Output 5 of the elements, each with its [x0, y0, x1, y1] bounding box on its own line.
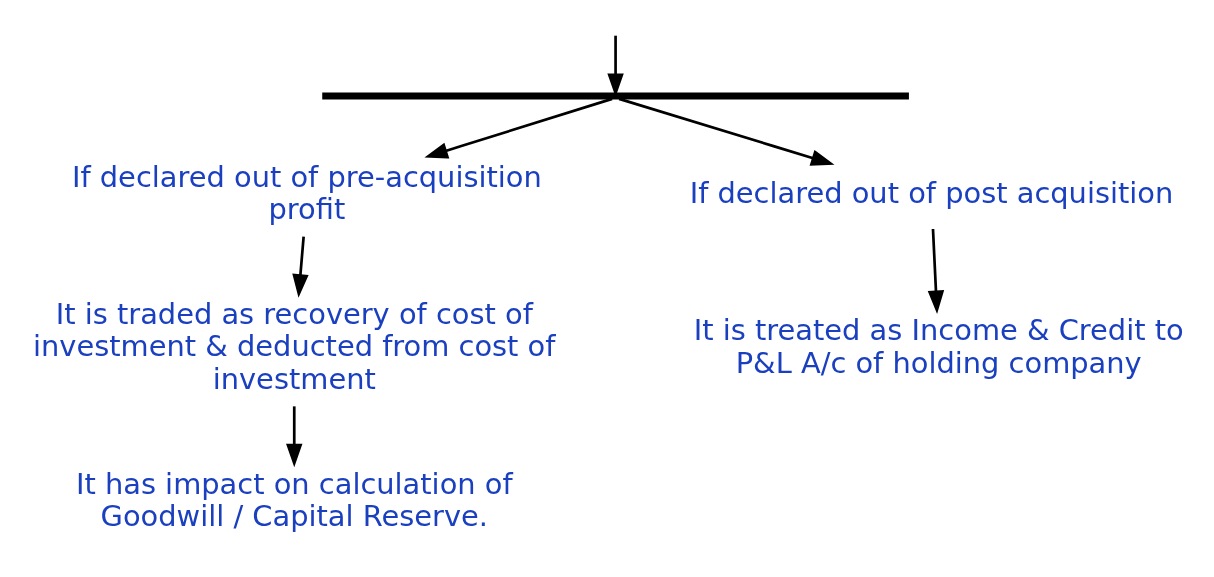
node-text: If declared out of pre-acquisition profit — [71, 159, 542, 227]
node-text: If declared out of post acquisition — [689, 176, 1174, 211]
node-text: It is traded as recovery of cost of investment & deducted from cost of investment — [33, 296, 556, 396]
node-text: It is treated as Income & Credit to P&L A/c of holding company — [693, 313, 1184, 380]
node-text: It has impact on calculation of Goodwill / Capital Reserve. — [75, 466, 513, 534]
